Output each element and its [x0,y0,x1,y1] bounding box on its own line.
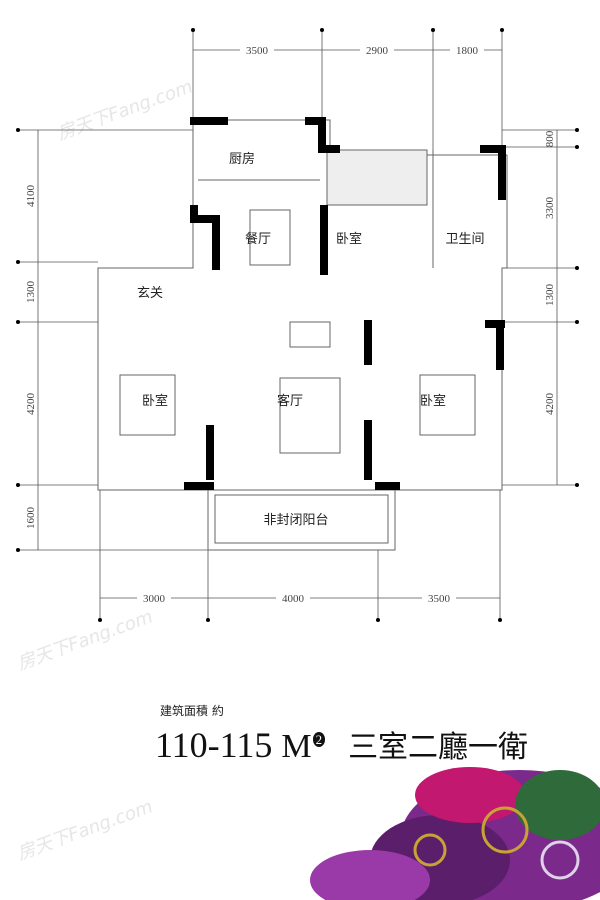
dim-right-4: 4200 [544,393,556,416]
dim-top-2: 2900 [366,45,389,57]
area-unit: M [281,728,312,765]
area-value: 110-115 [155,725,273,765]
room-balcony: 非封闭阳台 [263,513,328,528]
dim-top-3: 1800 [456,45,479,57]
walls [184,117,506,490]
watermark: 房天下Fang.com [15,796,156,864]
area-label: 建筑面積 約 [160,704,224,718]
auspicious-cloud-decoration [310,767,600,900]
wall-outlines [97,119,508,551]
room-dining: 餐厅 [245,231,271,247]
dim-right-1: 800 [544,130,556,147]
dim-right-3: 1300 [544,284,556,307]
room-bedroom-right: 卧室 [420,393,446,409]
dim-bottom-2: 4000 [282,593,305,605]
dim-left-1: 4100 [25,185,37,208]
dimension-dots [16,28,579,622]
watermark: 房天下Fang.com [15,606,156,674]
room-foyer: 玄关 [137,286,163,301]
dim-left-3: 4200 [25,393,37,416]
dimension-label-backgrounds [137,44,484,604]
dim-left-2: 1300 [25,281,37,304]
room-living: 客厅 [277,393,303,409]
room-bathroom: 卫生间 [445,232,484,247]
room-bedroom-left: 卧室 [142,393,168,409]
dim-bottom-1: 3000 [143,593,166,605]
room-kitchen: 厨房 [229,151,255,167]
area-unit-superscript: 2 [312,732,326,747]
dim-left-4: 1600 [25,507,37,530]
layout-type: 三室二廳一衛 [348,730,529,765]
room-bedroom-top: 卧室 [336,231,362,247]
dim-bottom-3: 3500 [428,593,451,605]
dim-top-1: 3500 [246,45,269,57]
watermark: 房天下Fang.com [55,76,196,144]
dim-right-2: 3300 [544,197,556,220]
